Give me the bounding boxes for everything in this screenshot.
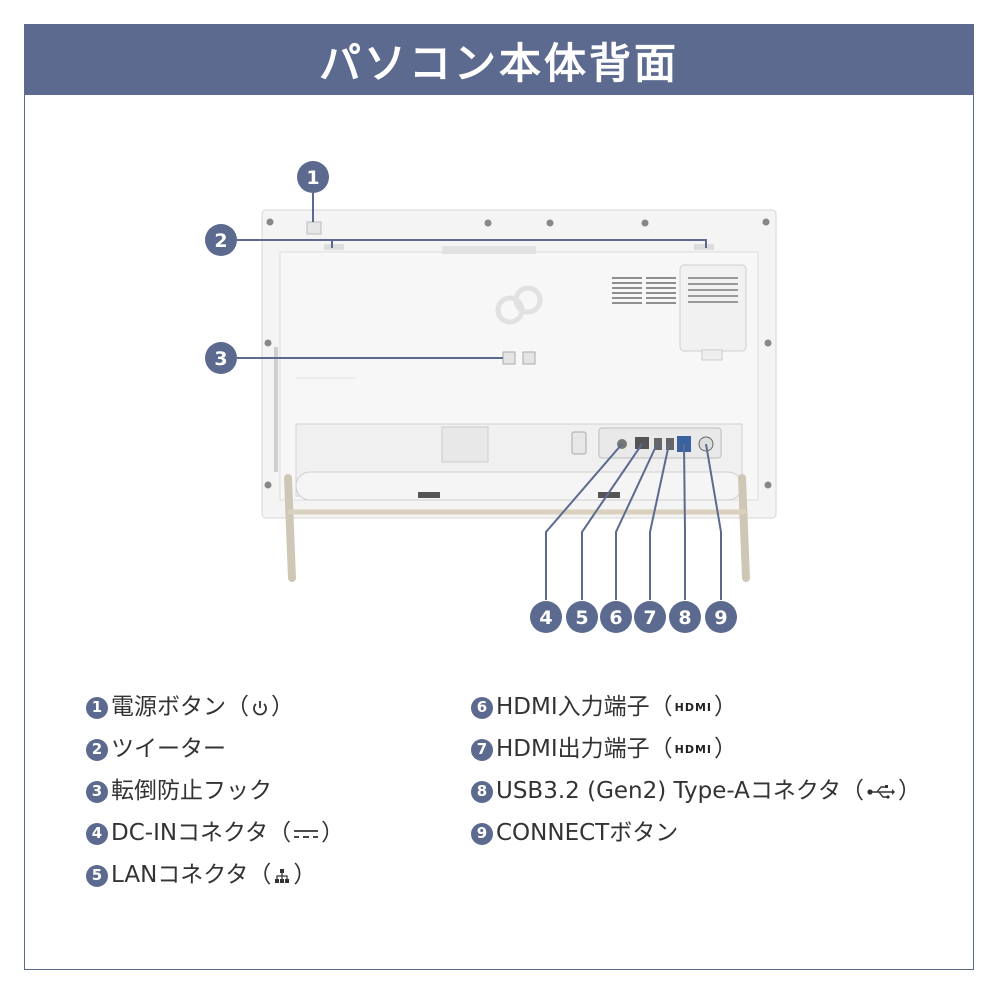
callout-8: 8	[669, 601, 701, 633]
svg-text:7: 7	[643, 607, 656, 629]
svg-text:5: 5	[575, 607, 588, 629]
anti-tip-hook-shape	[502, 351, 516, 365]
svg-text:9: 9	[714, 607, 727, 629]
callout-3: 3	[205, 342, 237, 374]
pc-back-diagram: 1 2 3 4 5 6 7 8 9	[205, 161, 777, 633]
svg-text:6: 6	[609, 607, 622, 629]
screws	[264, 218, 772, 489]
diagram-frame: パソコン本体背面	[24, 24, 974, 970]
callout-5: 5	[566, 601, 598, 633]
svg-text:4: 4	[539, 607, 552, 629]
lan-port	[635, 437, 649, 449]
vent-grille	[612, 277, 676, 304]
hdmi-in-port	[654, 438, 662, 450]
stand-bar	[295, 471, 743, 501]
tweeter-right-shape	[694, 244, 714, 250]
power-button-shape	[306, 221, 322, 235]
stand-leg-right	[738, 474, 750, 582]
page-title: パソコン本体背面	[318, 38, 679, 88]
top-vent	[442, 246, 536, 254]
callout-6: 6	[600, 601, 632, 633]
leader-lines	[237, 193, 722, 600]
title-bar: パソコン本体背面	[25, 25, 973, 95]
stand-leg-left	[284, 474, 296, 582]
svg-text:8: 8	[678, 607, 691, 629]
callout-4: 4	[530, 601, 562, 633]
svg-text:2: 2	[214, 230, 227, 252]
tweeter-left-shape	[324, 244, 344, 250]
callout-7: 7	[634, 601, 666, 633]
hdmi-out-port	[666, 438, 674, 450]
svg-text:3: 3	[214, 348, 227, 370]
callout-2: 2	[205, 224, 237, 256]
callout-1: 1	[297, 161, 329, 193]
svg-text:1: 1	[306, 167, 319, 189]
callout-9: 9	[705, 601, 737, 633]
brand-logo	[495, 285, 543, 325]
